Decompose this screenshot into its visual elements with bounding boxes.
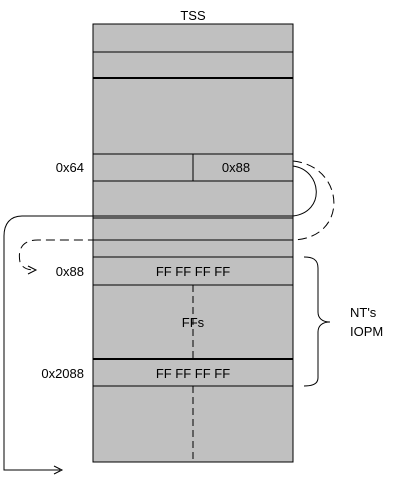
offset-label: 0x88 [56,264,84,279]
pointer-value: 0x88 [222,160,250,175]
diagram-title: TSS [180,8,206,23]
offset-label: 0x2088 [41,366,84,381]
brace-label-line2: IOPM [350,324,383,339]
bitmap-row-label: FF FF FF FF [156,264,230,279]
solid-pointer-path [3,165,317,471]
iopm-brace [303,256,331,387]
tss-block [92,23,294,463]
arrowhead-icon [27,265,38,275]
arrowhead-icon [53,465,64,475]
offset-label: 0x64 [56,160,84,175]
brace-label-line1: NT's [350,305,377,320]
dashed-pointer-path [18,160,335,271]
bitmap-middle-label: FFs [182,315,205,330]
bitmap-row-label: FF FF FF FF [156,366,230,381]
